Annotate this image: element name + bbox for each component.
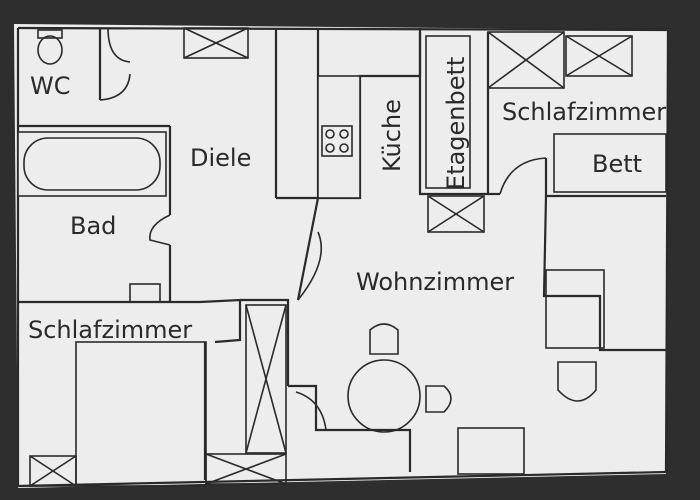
label-bett: Bett bbox=[592, 150, 642, 178]
label-etagenbett: Etagenbett bbox=[442, 57, 470, 190]
kitchen-counter bbox=[317, 75, 361, 199]
toilet bbox=[37, 29, 63, 65]
side-chair bbox=[557, 361, 597, 402]
wardrobe-center bbox=[245, 304, 287, 454]
window-top-right-2 bbox=[565, 35, 633, 77]
label-bad: Bad bbox=[70, 212, 116, 240]
label-diele: Diele bbox=[190, 144, 251, 172]
plan-paper bbox=[14, 24, 668, 488]
label-wc: WC bbox=[30, 72, 71, 100]
label-schlafzimmer-left: Schlafzimmer bbox=[28, 316, 192, 344]
outer-walls bbox=[16, 26, 670, 488]
armchair bbox=[545, 269, 605, 349]
chair-right bbox=[425, 385, 452, 413]
doors bbox=[99, 27, 547, 431]
chair-top bbox=[369, 323, 399, 355]
bed-right bbox=[553, 133, 667, 193]
label-wohnzimmer: Wohnzimmer bbox=[356, 268, 514, 296]
wc-door-swing bbox=[99, 73, 131, 101]
room-labels: WC Diele Küche Etagenbett Schlafzimmer B… bbox=[28, 57, 666, 344]
label-schlafzimmer-right: Schlafzimmer bbox=[502, 98, 666, 126]
bunk-bed bbox=[425, 35, 471, 189]
bad-door-swing bbox=[149, 214, 171, 246]
label-kueche: Küche bbox=[378, 99, 406, 172]
window-top-right-1 bbox=[487, 31, 565, 89]
cabinet-bottom bbox=[457, 427, 525, 475]
bad-sink bbox=[129, 283, 161, 303]
window-top-left bbox=[183, 27, 249, 59]
window-etagenbett bbox=[427, 195, 485, 233]
bed-left bbox=[75, 341, 207, 487]
furniture bbox=[17, 29, 667, 487]
dining-table bbox=[347, 359, 421, 433]
bedroom-door-swing bbox=[499, 157, 547, 195]
living-door-swing bbox=[297, 231, 322, 301]
stove bbox=[321, 125, 353, 157]
bathtub bbox=[17, 131, 167, 197]
